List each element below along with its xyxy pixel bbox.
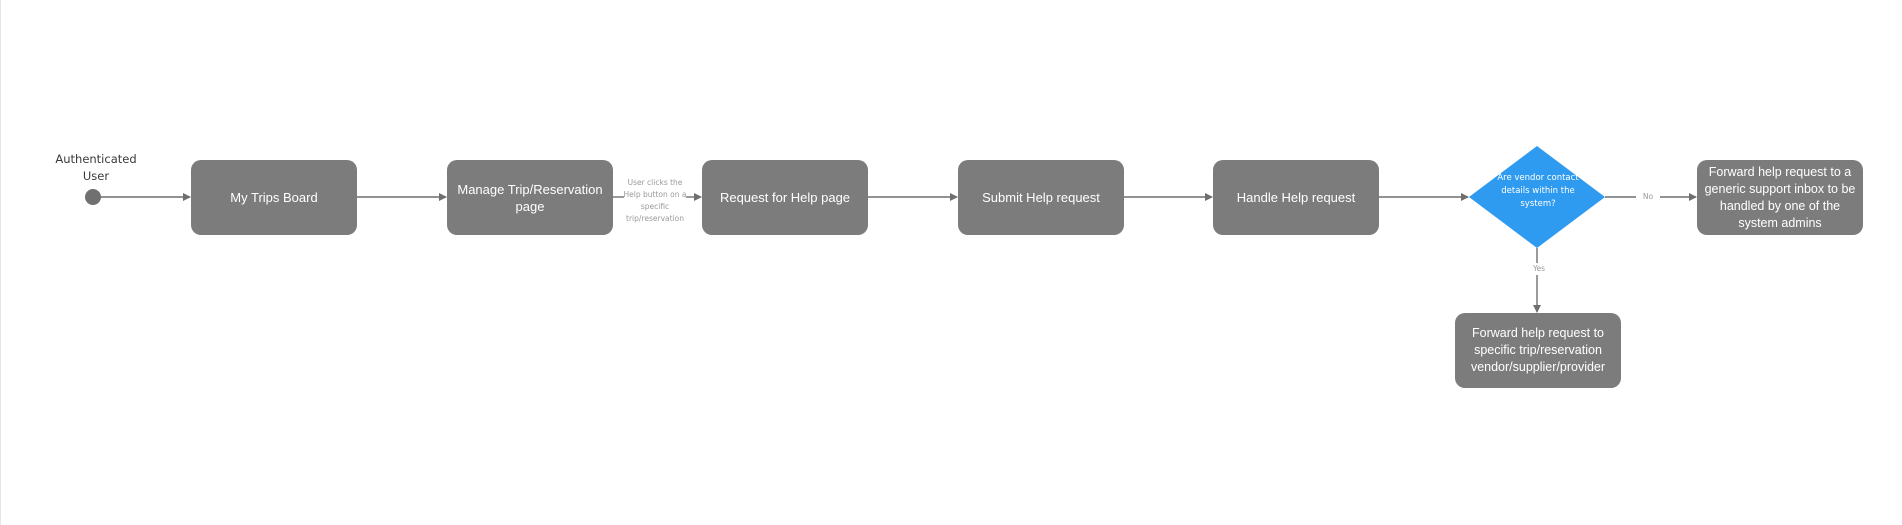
decision-label: Are vendor contact details within the sy… — [1497, 173, 1579, 209]
node-manage-trip-reservation-page: Manage Trip/Reservation page — [447, 160, 613, 235]
decision-diamond — [1469, 146, 1605, 248]
start-node — [85, 189, 101, 205]
node-forward-to-vendor: Forward help request to specific trip/re… — [1455, 313, 1621, 388]
node-my-trips-board: My Trips Board — [191, 160, 357, 235]
start-label: Authenticated User — [55, 152, 137, 183]
node-request-for-help-page: Request for Help page — [702, 160, 868, 235]
node-handle-help-request: Handle Help request — [1213, 160, 1379, 235]
node-forward-to-generic-inbox: Forward help request to a generic suppor… — [1697, 160, 1863, 235]
canvas-left-border — [0, 0, 1, 525]
edge-label-no: No — [1636, 191, 1660, 203]
edge-label-yes: Yes — [1524, 263, 1554, 275]
edge-label-help-button: User clicks the Help button on a specifi… — [623, 178, 687, 223]
node-submit-help-request: Submit Help request — [958, 160, 1124, 235]
